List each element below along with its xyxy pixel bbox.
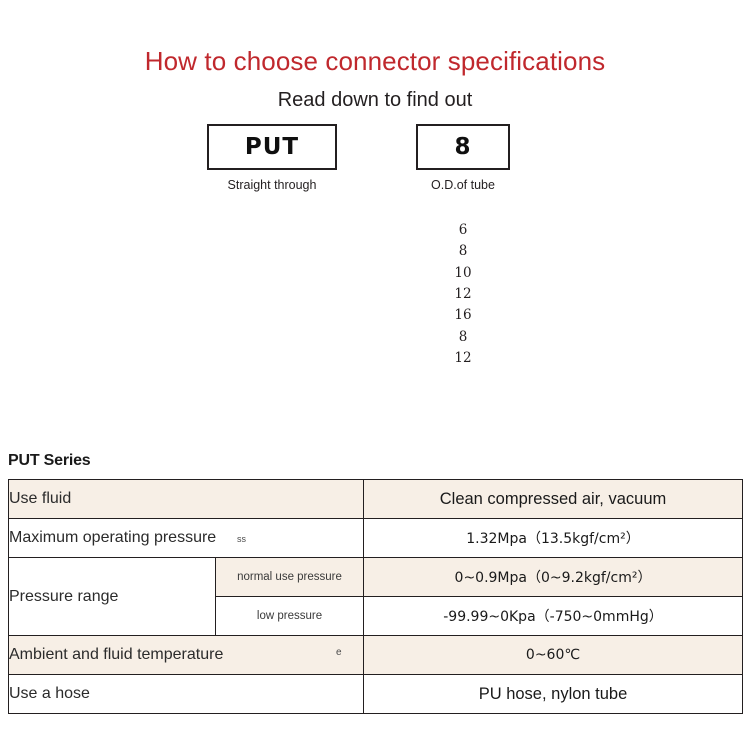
page-header: How to choose connector specifications R… [0,0,750,112]
spec-value-ambient-fluid-temperature: 0~60℃ [363,635,743,675]
tube-size-option-list: 6 8 10 12 16 8 12 [416,220,510,369]
list-item[interactable]: 16 [454,307,472,324]
spec-table-title: PUT Series [8,452,91,469]
list-item[interactable]: 6 [458,222,468,239]
spec-table: Use fluid Clean compressed air, vacuum M… [8,479,743,714]
spec-label-use-a-hose: Use a hose [8,674,364,714]
list-item[interactable]: 12 [454,286,472,303]
code-box-series-value: PUT [244,134,300,161]
spec-label-text: Maximum operating pressure [9,529,217,546]
table-row: Ambient and fluid temperature e 0~60℃ [8,635,743,675]
code-box-tube-od-caption: O.D.of tube [431,178,495,193]
spec-label-pressure-range: Pressure range [8,557,216,636]
spec-value-low-pressure: -99.99~0Kpa（-750~0mmHg） [363,596,743,636]
spec-label-ambient-fluid-temperature: Ambient and fluid temperature e [8,635,364,675]
spec-sublabel-low-pressure: low pressure [215,596,364,636]
spec-value-use-fluid: Clean compressed air, vacuum [363,479,743,519]
list-item[interactable]: 8 [458,328,468,345]
list-item[interactable]: 8 [458,243,468,260]
code-box-tube-od-value: 8 [454,134,472,161]
spec-value-normal-use-pressure: 0~0.9Mpa（0~9.2kgf/cm²） [363,557,743,597]
page-subtitle: Read down to find out [277,89,473,112]
table-row: Pressure range normal use pressure 0~0.9… [8,557,743,636]
table-row: Maximum operating pressure ss 1.32Mpa（13… [8,518,743,558]
spec-value-use-a-hose: PU hose, nylon tube [363,674,743,714]
list-item[interactable]: 10 [454,264,472,281]
spec-sublabel-normal-use-pressure: normal use pressure [215,557,364,597]
table-row: Use a hose PU hose, nylon tube [8,674,743,714]
code-box-series[interactable]: PUT [207,124,337,171]
scan-artifact-ss: ss [237,534,246,544]
table-row: low pressure -99.99~0Kpa（-750~0mmHg） [9,596,743,636]
spec-label-text: Ambient and fluid temperature [9,646,224,663]
spec-label-use-fluid: Use fluid [8,479,364,519]
scan-artifact-e: e [336,647,342,658]
table-row: Use fluid Clean compressed air, vacuum [8,479,743,519]
code-box-tube-od[interactable]: 8 [416,124,510,171]
list-item[interactable]: 12 [454,349,472,366]
spec-label-max-operating-pressure: Maximum operating pressure ss [8,518,364,558]
code-box-series-caption: Straight through [227,178,317,193]
part-number-selector: PUT Straight through 8 O.D.of tube 6 8 1… [0,112,750,366]
spec-value-max-operating-pressure: 1.32Mpa（13.5kgf/cm²） [363,518,743,558]
page-title: How to choose connector specifications [144,46,606,76]
